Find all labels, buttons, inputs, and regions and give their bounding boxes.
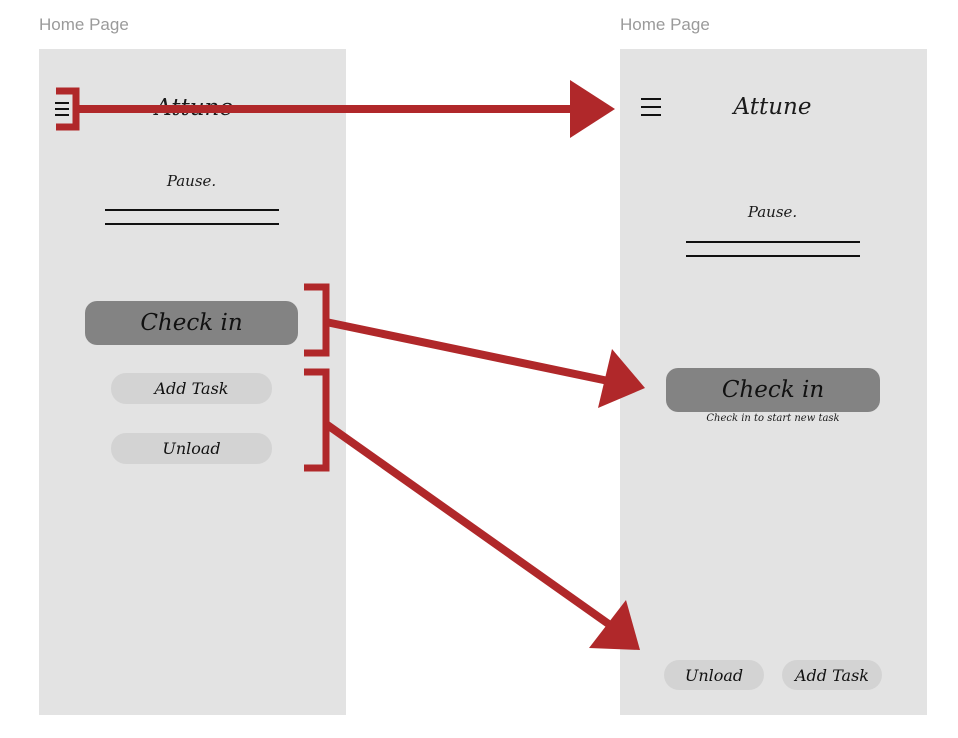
left-frame-label: Home Page [39, 15, 129, 34]
pause-prompt: Pause. [747, 203, 798, 221]
app-title: Attune [155, 95, 233, 121]
right-frame-label: Home Page [620, 15, 710, 34]
pause-rule-top [686, 241, 860, 243]
pause-prompt: Pause. [166, 172, 217, 190]
pause-rule-bottom [686, 255, 860, 257]
bottom-buttons-arrow-shaft [323, 420, 613, 629]
right-frame: Attune Pause. Check in Check in to start… [620, 49, 927, 715]
check-in-hint: Check in to start new task [706, 413, 840, 424]
app-title: Attune [733, 94, 812, 120]
pause-rule-bottom [105, 223, 279, 225]
menu-icon[interactable] [55, 102, 69, 116]
left-frame: Attune Pause. Check in Add Task Unload [39, 49, 346, 715]
unload-button[interactable]: Unload [664, 660, 764, 690]
check-in-button[interactable]: Check in [666, 368, 880, 412]
add-task-button[interactable]: Add Task [782, 660, 882, 690]
pause-rule-top [105, 209, 279, 211]
menu-arrow-head [570, 80, 615, 138]
add-task-button[interactable]: Add Task [111, 373, 272, 404]
check-in-button[interactable]: Check in [85, 301, 298, 345]
unload-button[interactable]: Unload [111, 433, 272, 464]
check-in-arrow-shaft [325, 318, 619, 387]
menu-icon[interactable] [641, 98, 661, 116]
